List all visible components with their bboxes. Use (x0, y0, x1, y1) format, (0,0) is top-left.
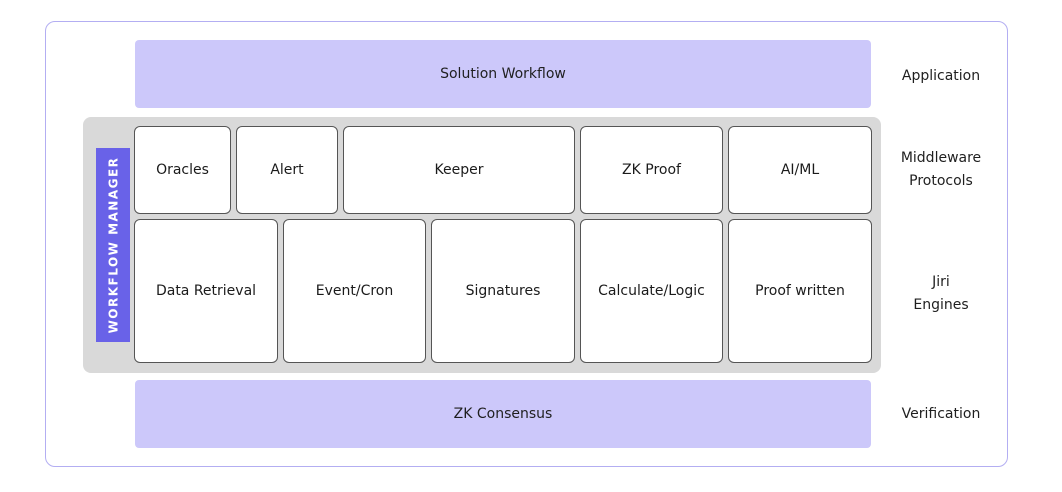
signatures-label: Signatures (465, 283, 541, 299)
calculate-logic-label: Calculate/Logic (598, 283, 705, 299)
engines-label-line2: Engines (913, 297, 969, 313)
oracles-box: Oracles (134, 126, 231, 214)
middleware-protocols-label: Middleware Protocols (866, 147, 1016, 193)
verification-label: Verification (901, 406, 981, 422)
engines-label-line1: Jiri (932, 274, 950, 290)
proof-written-label: Proof written (755, 283, 845, 299)
calculate-logic-box: Calculate/Logic (580, 219, 723, 363)
signatures-box: Signatures (431, 219, 575, 363)
event-cron-box: Event/Cron (283, 219, 426, 363)
zk-proof-box: ZK Proof (580, 126, 723, 214)
proof-written-box: Proof written (728, 219, 872, 363)
jiri-engines-label: Jiri Engines (866, 271, 1016, 317)
zk-proof-label: ZK Proof (622, 162, 681, 178)
solution-workflow-label: Solution Workflow (440, 66, 566, 82)
application-label: Application (901, 68, 981, 84)
oracles-label: Oracles (156, 162, 209, 178)
zk-consensus-bar: ZK Consensus (135, 380, 871, 448)
keeper-label: Keeper (434, 162, 484, 178)
workflow-manager: WORKFLOW MANAGER (96, 148, 130, 342)
data-retrieval-box: Data Retrieval (134, 219, 278, 363)
alert-box: Alert (236, 126, 338, 214)
middleware-label-line1: Middleware (900, 150, 982, 166)
solution-workflow-bar: Solution Workflow (135, 40, 871, 108)
alert-label: Alert (270, 162, 304, 178)
workflow-manager-label: WORKFLOW MANAGER (106, 156, 121, 334)
data-retrieval-label: Data Retrieval (155, 283, 257, 299)
ai-ml-box: AI/ML (728, 126, 872, 214)
keeper-box: Keeper (343, 126, 575, 214)
event-cron-label: Event/Cron (315, 283, 394, 299)
middleware-label-line2: Protocols (909, 173, 973, 189)
zk-consensus-label: ZK Consensus (453, 406, 553, 422)
ai-ml-label: AI/ML (780, 162, 820, 178)
